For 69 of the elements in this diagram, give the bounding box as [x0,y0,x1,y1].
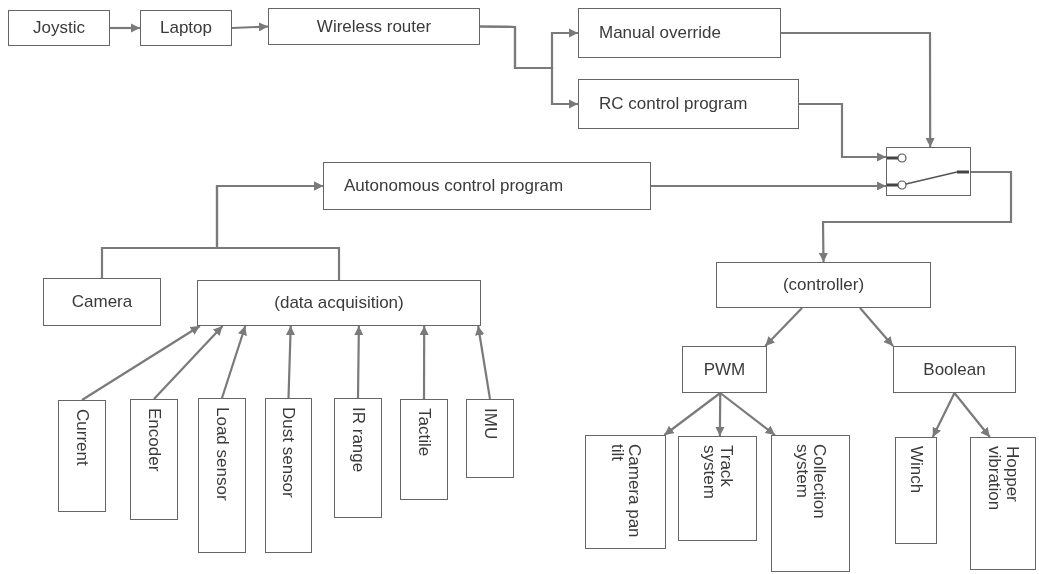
process-box [578,8,781,58]
node-label: Track system [699,445,736,501]
process-box [130,399,178,520]
arrow [231,22,269,32]
node-label: Load sensor [213,407,231,501]
arrow [764,307,803,347]
process-box [400,399,448,500]
node-label: Winch [907,446,925,494]
arrow [81,325,201,401]
process-box [578,79,799,129]
node-label: IR range [349,407,367,473]
process-box [43,278,161,326]
process-box [198,398,246,553]
node-label: Wireless router [316,16,432,37]
process-box [466,399,514,478]
arrow [153,325,224,400]
arrow [859,307,894,347]
node-label: Camera pan tilt [607,444,644,540]
arrow [354,326,364,398]
node-label: Tactile [415,408,433,457]
process-box [678,436,757,541]
node-label: (controller) [782,275,865,295]
node-label: Joystic [33,18,85,38]
arrow [419,326,429,399]
process-box [265,398,312,553]
arrow [953,392,991,438]
arrow [715,393,725,436]
node-label: RC control program [599,94,748,114]
node-label: Dust sensor [279,407,298,498]
node-label: Boolean [923,359,986,380]
switch-box [886,147,971,196]
node-label: Collection system [792,444,829,521]
arrow [110,23,140,33]
process-box [8,10,110,46]
process-box [323,162,651,210]
arrow [781,31,935,147]
arrow [285,325,296,399]
arrow [475,325,492,400]
arrow [931,392,956,438]
node-label: PWM [703,359,746,380]
process-box [716,262,931,308]
process-box [585,435,666,549]
node-label: IMU [481,408,499,440]
arrow [799,102,886,162]
arrow [719,392,776,436]
arrow [663,392,721,436]
arrow [651,181,886,191]
node-label: Laptop [160,18,212,38]
process-box [893,346,1016,393]
process-box [771,435,850,572]
arrow [215,181,341,280]
node-label: Camera [71,292,133,312]
process-box [970,437,1036,570]
node-label: Current [73,409,91,466]
process-box [334,398,382,518]
process-box [268,8,480,45]
process-box [140,10,232,46]
node-label: Autonomous control program [344,176,564,196]
process-box [895,437,937,544]
process-box [682,346,767,393]
node-label: Encoder [145,408,163,472]
node-label: Manual override [599,23,721,43]
process-box [58,400,106,512]
arrow [818,170,1013,262]
arrow [480,25,578,109]
node-label: (data acquisition) [274,293,404,313]
process-box [197,280,481,326]
arrow [220,325,247,399]
node-label: Hopper vibration [985,446,1021,513]
